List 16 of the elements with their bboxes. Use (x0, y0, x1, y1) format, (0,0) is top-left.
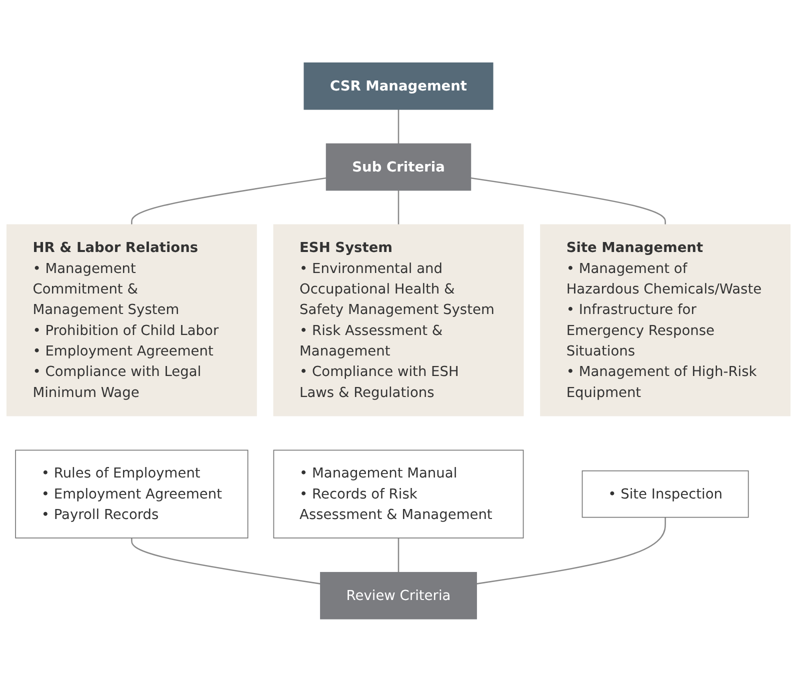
node-box: • Management Manual • Records of Risk Assessment & Management (273, 449, 524, 538)
node-box: CSR Management (304, 62, 494, 110)
connector (131, 538, 321, 584)
node-box: HR & Labor Relations • Management Commitment & Management System • Prohibition of Child Labor • Employment Agreement • Compliance with Legal Minimum Wage (6, 224, 257, 416)
node-box: • Rules of Employment • Employment Agreement • Payroll Records (15, 449, 248, 538)
connector (398, 190, 400, 224)
connector (398, 108, 400, 144)
node-box: Sub Criteria (326, 142, 472, 190)
connector (476, 516, 666, 584)
node-box: Review Criteria (320, 572, 477, 619)
node-box: Site Management • Management of Hazardous Chemicals/Waste • Infrastructure for Emergency Response Situations • Management of High-Risk Equipment (540, 224, 791, 416)
connector (398, 538, 400, 572)
node-box: ESH System • Environmental and Occupational Health & Safety Management System • Risk Assessment & Management • Compliance with ESH Laws & Regulations (273, 224, 524, 416)
connector (131, 176, 326, 224)
node-box: • Site Inspection (582, 470, 749, 518)
connector (470, 176, 666, 224)
